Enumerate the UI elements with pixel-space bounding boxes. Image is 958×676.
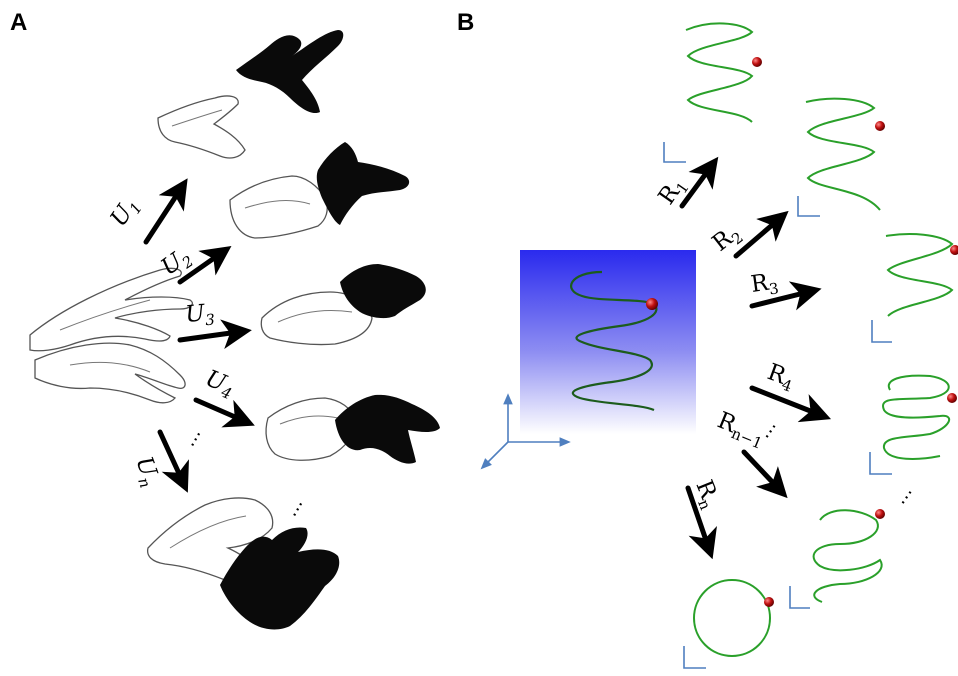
arrow-rn-minus-1: [741, 449, 788, 499]
arrow-u1: [143, 178, 188, 245]
arrow-r1: [679, 156, 719, 209]
central-helix: [570, 270, 658, 412]
gradient-background: [520, 250, 696, 434]
projection-1: [663, 22, 762, 163]
arrow-un: [157, 429, 189, 493]
label-r4: R4: [763, 359, 798, 395]
central-ball: [646, 298, 658, 310]
central-helix-box: [520, 250, 696, 434]
label-r3: R3: [749, 268, 780, 300]
panel-a: A: [10, 9, 440, 630]
arrow-u3: [177, 319, 252, 350]
panel-a-letter: A: [10, 9, 27, 36]
projection-n: [683, 579, 774, 669]
panel-b: B: [457, 9, 958, 669]
arrow-u4: [193, 397, 255, 428]
shadows-ellipsis: ⋯: [284, 496, 311, 522]
projection-4: [869, 374, 957, 475]
arrow-r3: [749, 281, 822, 311]
hand-shadow-rabbit-head: [260, 264, 426, 346]
panel-b-letter: B: [457, 9, 474, 36]
arrow-rn: [685, 485, 717, 560]
arrows-ellipsis: ⋯: [182, 426, 209, 452]
axes-3d-icon: [480, 393, 571, 470]
projections-ellipsis: ⋯: [893, 484, 921, 511]
hand-shadow-dog: [229, 142, 410, 239]
base-hands-illustration: [29, 267, 194, 404]
label-u1: U1: [106, 193, 146, 233]
arrow-r2: [733, 210, 789, 259]
rotation-arrows: [679, 156, 832, 560]
projection-2: [797, 97, 885, 217]
hand-shadow-bird: [157, 30, 344, 159]
projection-3: [871, 233, 958, 343]
label-rn-minus-1: Rn−1: [713, 407, 769, 452]
hand-shadow-rabbit: [146, 497, 340, 630]
arrow-r4: [749, 385, 832, 423]
projection-n-minus-1: [789, 509, 885, 609]
hand-shadow-goose: [265, 394, 440, 464]
label-un: Un: [128, 453, 165, 490]
label-r1: R1: [654, 173, 693, 212]
label-u4: U4: [201, 365, 239, 403]
arrow-u2: [177, 245, 232, 285]
label-u3: U3: [184, 300, 215, 331]
transform-arrows: [143, 178, 255, 493]
